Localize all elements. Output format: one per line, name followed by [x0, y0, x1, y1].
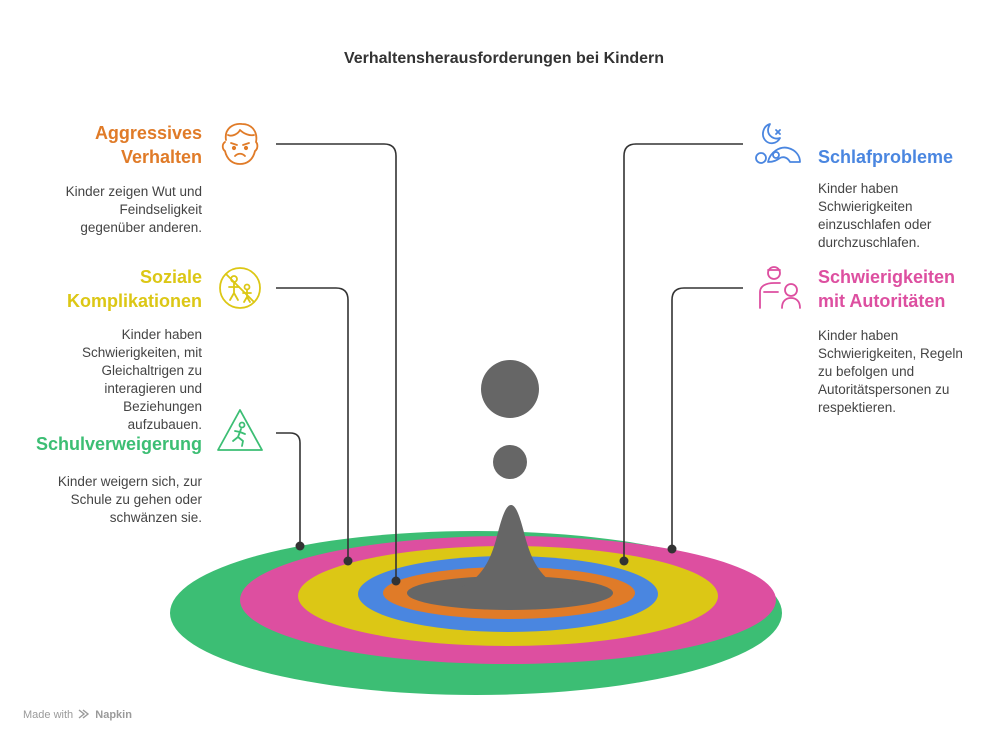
item-title-sleep: Schlafprobleme [818, 145, 993, 169]
item-title-aggressive-line2: Verhalten [120, 147, 202, 167]
moon-sleep-icon [755, 123, 801, 164]
item-desc-aggressive: Kinder zeigen Wut und Feindseligkeit geg… [20, 183, 202, 237]
desc-line: durchzuschlafen. [818, 235, 921, 250]
item-title-social: Soziale Komplikationen [20, 265, 202, 313]
item-desc-sleep: Kinder haben Schwierigkeiten einzuschlaf… [818, 180, 993, 252]
item-desc-social: Kinder haben Schwierigkeiten, mit Gleich… [20, 326, 202, 434]
item-title-school-line1: Schulverweigerung [35, 434, 202, 454]
desc-line: gegenüber anderen. [80, 220, 202, 235]
desc-line: schwänzen sie. [109, 510, 202, 525]
item-desc-school: Kinder weigern sich, zur Schule zu gehen… [20, 473, 202, 527]
desc-line: respektieren. [818, 400, 897, 415]
footer-made-with: Made with [23, 709, 74, 721]
item-title-social-line2: Komplikationen [66, 291, 202, 311]
warning-running-child-icon [217, 409, 263, 451]
angry-face-icon [221, 123, 259, 165]
item-title-sleep-line1: Schlafprobleme [818, 147, 954, 167]
desc-line: Beziehungen [123, 399, 202, 414]
item-title-authority: Schwierigkeiten mit Autoritäten [818, 265, 993, 313]
item-title-aggressive: Aggressives Verhalten [20, 121, 202, 169]
desc-line: Kinder haben [818, 181, 899, 196]
desc-line: aufzubauen. [127, 417, 202, 432]
diagram-title: Verhaltensherausforderungen bei Kindern [343, 50, 665, 67]
connector-dot-authority [667, 544, 677, 554]
item-desc-authority: Kinder haben Schwierigkeiten, Regeln zu … [818, 327, 993, 417]
connector-social [276, 287, 349, 561]
desc-line: einzuschlafen oder [818, 217, 932, 232]
splash-peak [444, 505, 578, 593]
desc-line: Gleichaltrigen zu [101, 363, 202, 378]
desc-line: Kinder haben [121, 327, 202, 342]
napkin-logo-icon [78, 709, 90, 719]
connector-sleep [623, 143, 743, 561]
desc-line: zu befolgen und [818, 364, 915, 379]
teacher-child-icon [759, 266, 801, 309]
desc-line: Schwierigkeiten, Regeln [818, 346, 963, 361]
desc-line: Autoritätspersonen zu [818, 382, 950, 397]
droplet-large [481, 360, 539, 418]
item-title-authority-line1: Schwierigkeiten [818, 267, 956, 287]
desc-line: Kinder haben [818, 328, 899, 343]
connector-aggressive [276, 143, 397, 581]
desc-line: Feindseligkeit [119, 202, 202, 217]
item-title-school: Schulverweigerung [20, 432, 202, 456]
connector-dot-sleep [619, 556, 629, 566]
desc-line: Kinder weigern sich, zur [57, 474, 202, 489]
desc-line: Schule zu gehen oder [70, 492, 202, 507]
connector-authority [671, 287, 743, 549]
item-title-authority-line2: mit Autoritäten [818, 291, 946, 311]
connector-dot-aggressive [391, 576, 401, 586]
no-children-icon [219, 267, 261, 309]
desc-line: Schwierigkeiten [818, 199, 913, 214]
droplet-small [493, 445, 527, 479]
desc-line: Schwierigkeiten, mit [81, 345, 202, 360]
footer-watermark: Made with Napkin [23, 709, 132, 721]
footer-brand: Napkin [95, 709, 132, 721]
desc-line: Kinder zeigen Wut und [65, 184, 202, 199]
connector-dot-social [343, 556, 353, 566]
desc-line: interagieren und [104, 381, 202, 396]
item-title-aggressive-line1: Aggressives [94, 123, 202, 143]
item-title-social-line1: Soziale [139, 267, 202, 287]
connector-school [276, 432, 301, 546]
connector-dot-school [295, 541, 305, 551]
